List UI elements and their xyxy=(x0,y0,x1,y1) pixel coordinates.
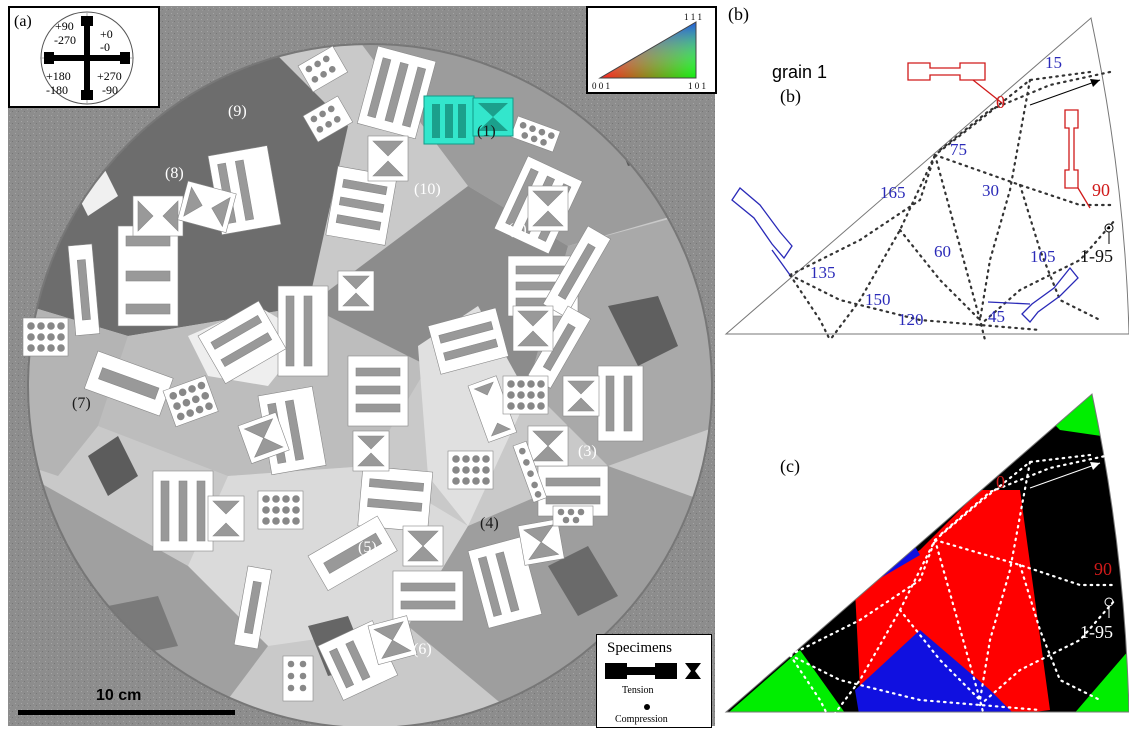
red-specimen-glyphs xyxy=(907,62,1091,209)
panel-c-label: (c) xyxy=(780,456,800,477)
region-label-6: (6) xyxy=(413,641,432,658)
region-label-8: (8) xyxy=(165,165,184,182)
region-label-2: (2) xyxy=(508,221,527,238)
compression-dot xyxy=(644,704,650,710)
specimens-legend-svg: Specimens Tension Compression xyxy=(605,640,701,725)
region-label-9: (9) xyxy=(228,103,247,120)
scale-bar-label: 10 cm xyxy=(96,687,141,704)
angle-45: 45 xyxy=(988,307,1005,326)
label-1-95-c: 1-95 xyxy=(1080,622,1113,642)
panel-b-label: (b) xyxy=(728,4,749,25)
panel-b-label-alt: (b) xyxy=(780,86,801,107)
blue-specimen-glyphs xyxy=(731,187,1079,323)
dial-label-minus180: -180 xyxy=(46,83,68,97)
loading-paths-c xyxy=(788,453,1117,722)
region-label-5: (5) xyxy=(358,539,377,556)
region-fill xyxy=(726,394,1129,712)
ipf-key-triangle: 1 1 1 0 0 1 1 0 1 xyxy=(592,12,706,91)
direction-arrowhead-c xyxy=(1090,462,1100,470)
angle-135: 135 xyxy=(810,263,836,282)
panel-b-ipf-trace: (b) grain 1 (b) 15 75 165 30 60 135 150 … xyxy=(724,4,1129,342)
direction-arrow-line xyxy=(1029,79,1101,106)
label-1-95: 1-95 xyxy=(1080,246,1113,266)
grain-title: grain 1 xyxy=(772,62,827,82)
panel-a-photo: (1) (2) (3) (4) (5) (6) (7) (8) (9) (10)… xyxy=(8,6,717,728)
panel-c-region-map: (c) 0 90 1-95 xyxy=(724,393,1129,722)
red-angle-labels-c: 0 90 xyxy=(996,472,1112,579)
grain-1-highlight xyxy=(423,95,514,145)
angle-90-c: 90 xyxy=(1094,559,1112,579)
ipf-triangle-outline-c xyxy=(724,393,1129,713)
angle-30: 30 xyxy=(982,181,999,200)
angle-0: 0 xyxy=(996,92,1005,112)
region-label-1: (1) xyxy=(477,123,496,140)
region-label-10: (10) xyxy=(414,181,441,198)
blue-angle-labels: 15 75 165 30 60 135 150 120 105 45 xyxy=(810,53,1062,329)
dial-label-minus270: -270 xyxy=(54,33,76,47)
bowtie-glyph xyxy=(685,663,701,679)
panel-a-canvas: (1) (2) (3) (4) (5) (6) (7) (8) (9) (10)… xyxy=(8,6,715,726)
angle-0-c: 0 xyxy=(996,472,1005,492)
angle-120: 120 xyxy=(898,310,924,329)
angle-60: 60 xyxy=(934,242,951,261)
panel-c: (c) 0 90 1-95 xyxy=(720,390,1129,731)
angle-15: 15 xyxy=(1045,53,1062,72)
angle-105: 105 xyxy=(1030,247,1056,266)
red-angle-labels: 0 90 xyxy=(996,92,1110,200)
angle-165: 165 xyxy=(880,183,906,202)
region-label-4: (4) xyxy=(480,515,499,532)
ipf-triangle-outline xyxy=(724,17,1129,335)
loading-paths xyxy=(788,70,1117,342)
angle-90: 90 xyxy=(1092,180,1110,200)
specimen-cutouts xyxy=(22,45,644,702)
ipf-color-key: 1 1 1 0 0 1 1 0 1 xyxy=(586,6,717,94)
target-marker-center xyxy=(1107,226,1111,230)
ipf-label-001: 0 0 1 xyxy=(592,81,610,91)
dial-label-plus0: +0 xyxy=(100,27,113,41)
orientation-dial: (a) +90 -270 +0 -0 +180 -180 +270 -90 xyxy=(14,11,134,105)
panel-a-label: (a) xyxy=(14,13,32,30)
specimens-legend: Specimens Tension Compression xyxy=(596,634,712,728)
legend-title: Specimens xyxy=(607,640,672,656)
orientation-dial-box: (a) +90 -270 +0 -0 +180 -180 +270 -90 xyxy=(8,6,160,108)
dial-label-minus0: -0 xyxy=(100,40,110,54)
ipf-label-111: 1 1 1 xyxy=(684,12,702,22)
dial-label-minus90: -90 xyxy=(102,83,118,97)
legend-tension-label: Tension xyxy=(622,685,654,696)
ipf-label-101: 1 0 1 xyxy=(688,81,706,91)
dial-label-plus270: +270 xyxy=(97,69,122,83)
direction-arrowhead xyxy=(1090,79,1100,87)
scale-bar xyxy=(18,710,235,715)
region-label-7: (7) xyxy=(72,395,91,412)
tension-glyph xyxy=(605,663,677,679)
angle-150: 150 xyxy=(865,290,891,309)
legend-compression-label: Compression xyxy=(615,714,668,725)
dial-label-plus180: +180 xyxy=(46,69,71,83)
angle-75: 75 xyxy=(950,140,967,159)
region-labels: (1) (2) (3) (4) (5) (6) (7) (8) (9) (10) xyxy=(72,103,597,658)
dial-label-plus90: +90 xyxy=(55,19,74,33)
panel-b: (b) grain 1 (b) 15 75 165 30 60 135 150 … xyxy=(720,0,1129,345)
direction-arrow-line-c xyxy=(1029,462,1101,489)
region-label-3: (3) xyxy=(578,443,597,460)
